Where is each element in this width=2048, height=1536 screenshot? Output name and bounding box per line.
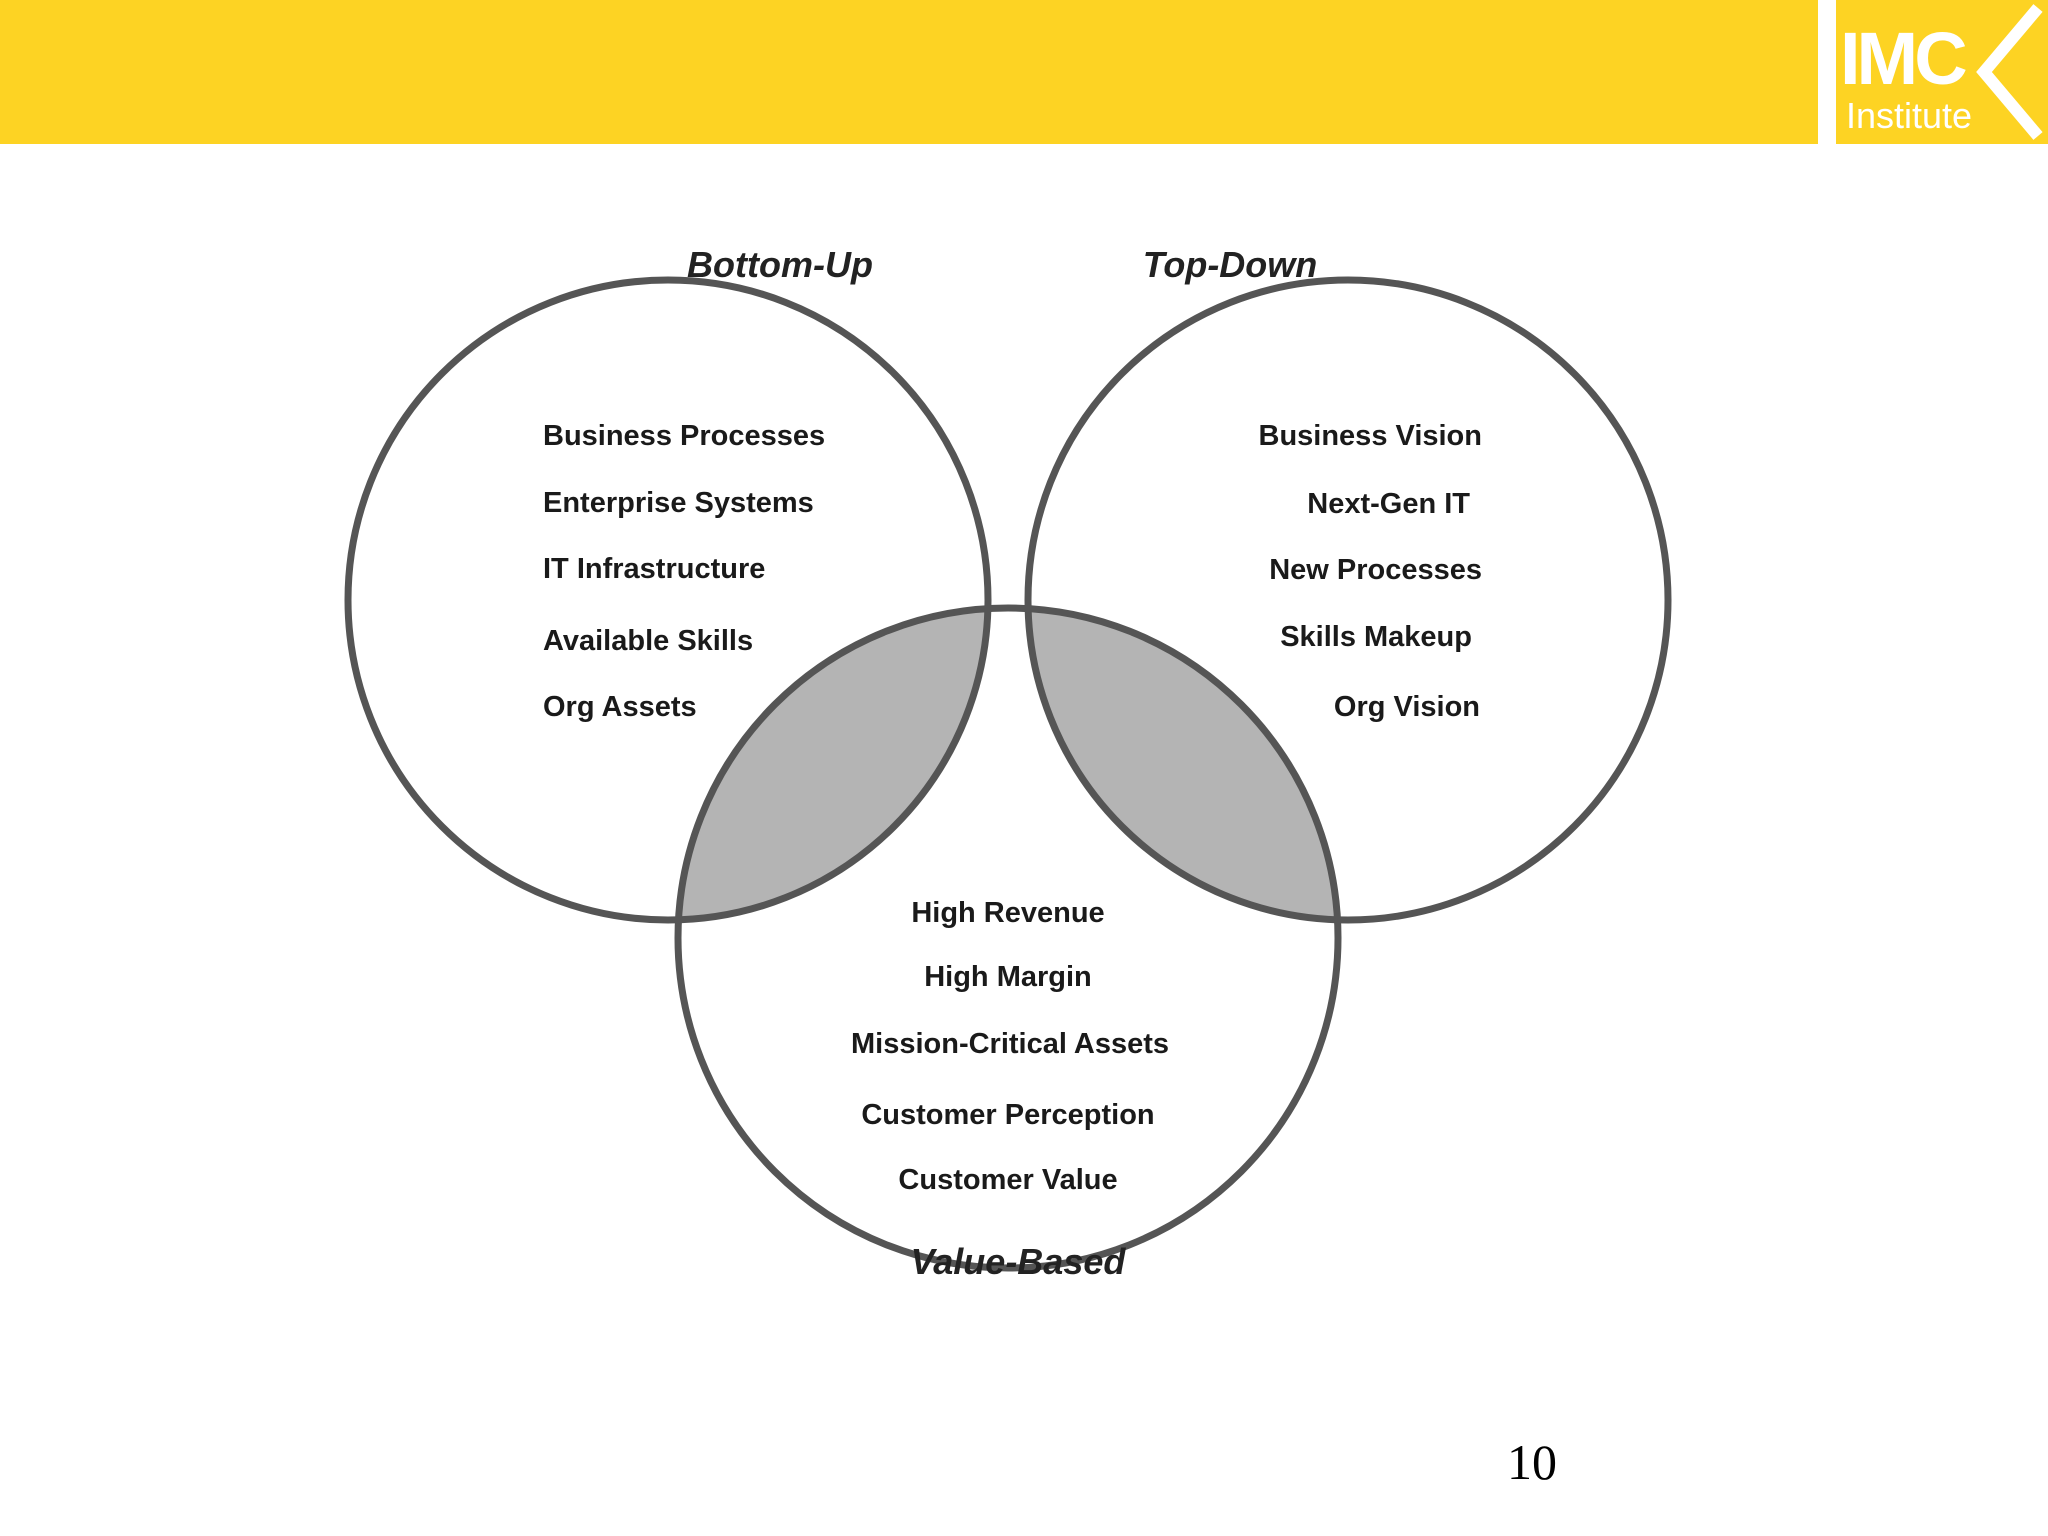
value-based-item: Customer Perception bbox=[861, 1099, 1154, 1131]
value-based-item: High Revenue bbox=[911, 897, 1104, 929]
circle-value-based bbox=[674, 604, 1342, 1272]
circle-top-down bbox=[1024, 276, 1672, 924]
set-title-top-down: Top-Down bbox=[1143, 244, 1318, 285]
value-based-item: Mission-Critical Assets bbox=[851, 1028, 1169, 1060]
logo-institute-text: Institute bbox=[1846, 95, 1973, 136]
page-number: 10 bbox=[1507, 1434, 1557, 1490]
bottom-up-item: Business Processes bbox=[543, 420, 825, 452]
top-down-item: Org Vision bbox=[1334, 691, 1480, 723]
set-title-bottom-up: Bottom-Up bbox=[687, 244, 873, 285]
bottom-up-item: Org Assets bbox=[543, 691, 697, 723]
top-down-item: Next-Gen IT bbox=[1307, 488, 1470, 520]
imc-institute-logo: IMC Institute bbox=[1836, 0, 2048, 144]
overlap-bottom-up-value-based bbox=[678, 608, 988, 920]
circle-bottom-up bbox=[344, 276, 992, 924]
top-down-item: Business Vision bbox=[1259, 420, 1483, 452]
chevron-logo-mark bbox=[1976, 4, 2043, 140]
value-based-item: High Margin bbox=[924, 961, 1092, 993]
bottom-up-item: Enterprise Systems bbox=[543, 487, 814, 519]
value-based-item: Customer Value bbox=[898, 1164, 1117, 1196]
overlap-top-down-value-based bbox=[1028, 608, 1338, 920]
top-down-item: Skills Makeup bbox=[1280, 621, 1472, 653]
top-down-item: New Processes bbox=[1269, 554, 1482, 586]
logo-imc-text: IMC bbox=[1840, 17, 1968, 100]
bottom-up-item: IT Infrastructure bbox=[543, 553, 765, 585]
header-band bbox=[0, 0, 1818, 144]
set-title-value-based: Value-Based bbox=[911, 1241, 1127, 1282]
bottom-up-item: Available Skills bbox=[543, 625, 753, 657]
